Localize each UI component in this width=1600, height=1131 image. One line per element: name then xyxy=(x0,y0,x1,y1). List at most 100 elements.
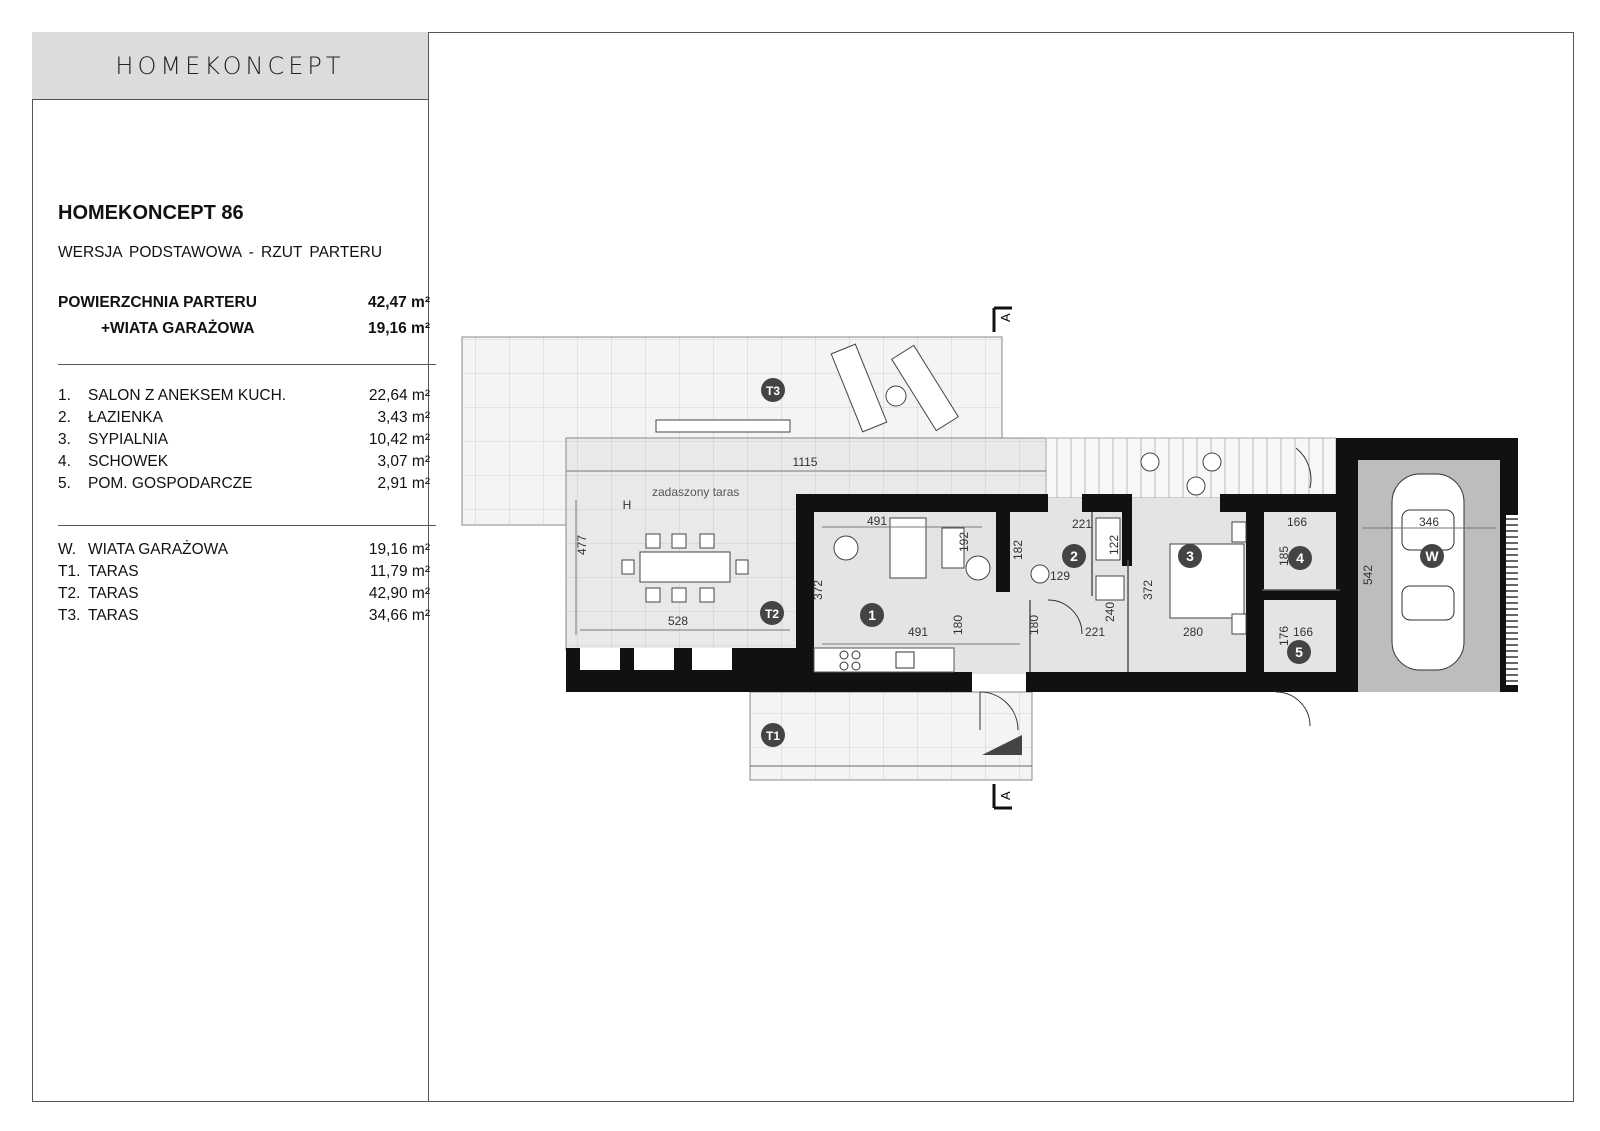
room-badge-circle xyxy=(760,601,784,625)
sun-loungers xyxy=(830,343,959,433)
dimension-label: 180 xyxy=(1027,615,1041,635)
dimension-label: 176 xyxy=(1277,626,1291,646)
section-mark-top xyxy=(992,306,1012,332)
area-row-carport: +WIATA GARAŻOWA 19,16 m² xyxy=(58,320,430,338)
room-num: 4. xyxy=(58,453,71,470)
divider xyxy=(58,525,436,526)
outdoor-num: T2. xyxy=(58,585,81,602)
sofa xyxy=(889,517,927,579)
outdoor-name: TARAS xyxy=(88,607,139,624)
car-icon xyxy=(1391,473,1465,671)
outdoor-row: W. WIATA GARAŻOWA 19,16 m² xyxy=(58,541,430,559)
outdoor-num: T3. xyxy=(58,607,81,624)
room-badge-label: 5 xyxy=(1295,644,1303,660)
section-label-bottom: A xyxy=(998,791,1013,800)
brand-logo: HOMEKONCEPT xyxy=(115,51,345,80)
room-area: 3,07 m² xyxy=(377,453,430,470)
dining-chairs xyxy=(621,533,749,603)
outdoor-row: T1. TARAS 11,79 m² xyxy=(58,563,430,581)
bench xyxy=(655,419,791,433)
dimension-label: 240 xyxy=(1103,602,1117,622)
dimension-label: 491 xyxy=(867,514,887,528)
room-badge-label: 2 xyxy=(1070,548,1078,564)
walls xyxy=(566,438,1518,692)
dimension-label: 1115 xyxy=(793,455,818,469)
armchair xyxy=(965,555,991,581)
dimension-label: 542 xyxy=(1361,565,1375,585)
dimension-label: 180 xyxy=(951,615,965,635)
dimension-lines xyxy=(566,470,1496,645)
room-badge-circle xyxy=(860,603,884,627)
room-badge-label: 3 xyxy=(1186,548,1194,564)
dimension-label: 166 xyxy=(1287,515,1307,529)
room-area: 10,42 m² xyxy=(368,431,430,448)
outdoor-area: 34,66 m² xyxy=(368,607,430,624)
outdoor-name: TARAS xyxy=(88,563,139,580)
room-row: 3. SYPIALNIA 10,42 m² xyxy=(58,431,430,449)
outdoor-num: T1. xyxy=(58,563,81,580)
brand-header: HOMEKONCEPT xyxy=(32,32,428,100)
room-badge-circle xyxy=(761,723,785,747)
pergola-chairs xyxy=(1140,452,1222,496)
room-badge-label: 1 xyxy=(868,607,876,623)
divider xyxy=(58,364,436,365)
nightstand xyxy=(1231,521,1247,543)
entrance-arrow-icon xyxy=(982,735,1022,755)
dimension-label: 129 xyxy=(1050,569,1070,583)
room-area: 3,43 m² xyxy=(377,409,430,426)
outdoor-num: W. xyxy=(58,541,77,558)
area-value: 19,16 m² xyxy=(367,320,430,337)
door-swings xyxy=(979,447,1312,731)
room-badge-circle xyxy=(1288,546,1312,570)
room-name: SYPIALNIA xyxy=(88,431,169,448)
terrace-t1 xyxy=(749,691,1033,781)
dimension-label: 372 xyxy=(811,580,825,600)
area-label: +WIATA GARAŻOWA xyxy=(101,320,255,337)
dimension-label: H xyxy=(623,498,632,512)
section-mark-bottom xyxy=(992,784,1012,810)
page-frame xyxy=(32,32,1574,1102)
room-name: POM. GOSPODARCZE xyxy=(88,475,253,492)
room-badge-circle xyxy=(1178,544,1202,568)
dimension-label: 528 xyxy=(668,614,688,628)
shower xyxy=(1095,517,1121,561)
kitchen-counter xyxy=(813,647,955,673)
toilet xyxy=(1030,564,1050,584)
partitions xyxy=(1029,512,1340,672)
dimension-label: 477 xyxy=(575,535,589,555)
carport-fins xyxy=(1506,515,1518,685)
project-title: HOMEKONCEPT 86 xyxy=(58,202,244,224)
room-badge-label: T2 xyxy=(765,607,779,621)
room-badge-circle xyxy=(1420,544,1444,568)
room-row: 5. POM. GOSPODARCZE 2,91 m² xyxy=(58,475,430,493)
info-sidebar: HOMEKONCEPT HOMEKONCEPT 86 WERSJA PODSTA… xyxy=(32,32,436,1102)
room-badge-label: T3 xyxy=(766,384,780,398)
covered-terrace-label: zadaszony taras xyxy=(652,485,739,499)
round-table xyxy=(833,535,859,561)
dimension-label: 372 xyxy=(1141,580,1155,600)
area-row-ground: POWIERZCHNIA PARTERU 42,47 m² xyxy=(58,294,430,312)
coffee-table xyxy=(941,527,965,569)
project-subtitle: WERSJA PODSTAWOWA - RZUT PARTERU xyxy=(58,244,383,261)
dimension-label: 346 xyxy=(1419,515,1439,529)
room-badge-label: W xyxy=(1425,548,1439,564)
dimension-label: 221 xyxy=(1085,625,1105,639)
outdoor-row: T3. TARAS 34,66 m² xyxy=(58,607,430,625)
outdoor-area: 19,16 m² xyxy=(368,541,430,558)
room-num: 2. xyxy=(58,409,71,426)
room-name: SCHOWEK xyxy=(88,453,169,470)
room-badge-circle xyxy=(1062,544,1086,568)
section-label-top: A xyxy=(998,313,1013,322)
area-value: 42,47 m² xyxy=(367,294,430,311)
room-badge-label: T1 xyxy=(766,729,780,743)
dimension-label: 192 xyxy=(957,532,971,552)
nightstand xyxy=(1231,613,1247,635)
floor-plan: A A zadaszony taras 11154775284911923724… xyxy=(461,306,1518,810)
room-badge-circle xyxy=(1287,640,1311,664)
dining-table xyxy=(639,551,731,583)
outdoor-area: 11,79 m² xyxy=(369,563,430,580)
room-num: 5. xyxy=(58,475,71,492)
outdoor-name: WIATA GARAŻOWA xyxy=(88,541,229,558)
sink-icon xyxy=(895,651,915,669)
